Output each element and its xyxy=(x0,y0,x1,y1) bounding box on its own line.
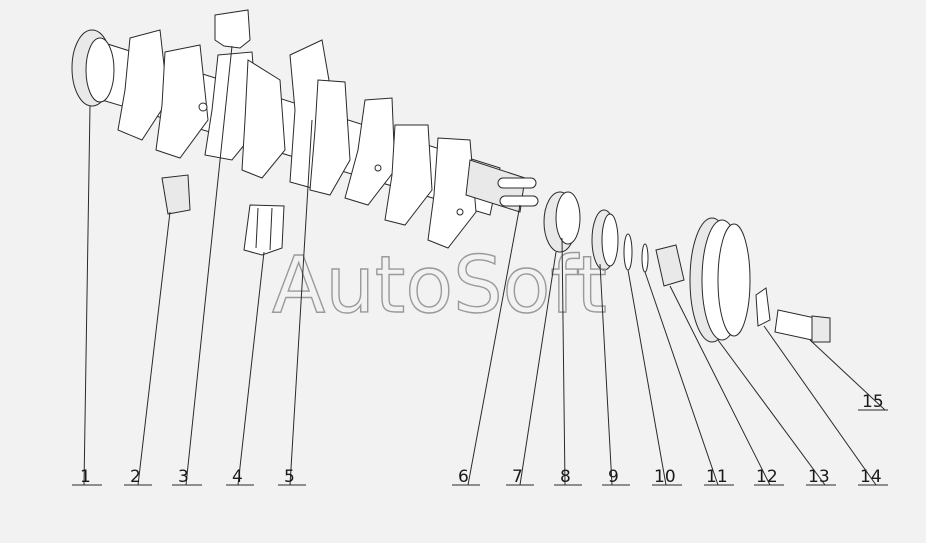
part-12-spacer xyxy=(655,244,685,287)
callout-3: 3 xyxy=(178,467,189,487)
part-11-oil-slinger xyxy=(641,243,649,273)
part-4-thrust-washer xyxy=(243,204,285,256)
part-10-washer xyxy=(623,233,633,271)
callout-10: 10 xyxy=(654,467,676,487)
part-13-pulley xyxy=(689,217,751,343)
callout-7: 7 xyxy=(512,467,523,487)
callout-5: 5 xyxy=(284,467,295,487)
part-7-gear xyxy=(543,191,581,253)
callout-9: 9 xyxy=(608,467,619,487)
callout-1: 1 xyxy=(80,467,91,487)
callout-15: 15 xyxy=(862,392,884,412)
part-6-key xyxy=(497,177,539,207)
watermark-text: AutoSoft xyxy=(272,241,607,331)
callout-6: 6 xyxy=(458,467,469,487)
callout-13: 13 xyxy=(808,467,830,487)
callout-2: 2 xyxy=(130,467,141,487)
part-9-gear xyxy=(591,209,619,271)
crankshaft xyxy=(71,9,526,249)
part-14-washer xyxy=(755,287,771,327)
callout-14: 14 xyxy=(860,467,882,487)
callout-11: 11 xyxy=(706,467,728,487)
callout-8: 8 xyxy=(560,467,571,487)
callout-4: 4 xyxy=(232,467,243,487)
part-15-bolt xyxy=(774,309,831,343)
callout-12: 12 xyxy=(756,467,778,487)
part-2-bearing-shell xyxy=(161,174,191,215)
leader-lines xyxy=(72,45,888,486)
